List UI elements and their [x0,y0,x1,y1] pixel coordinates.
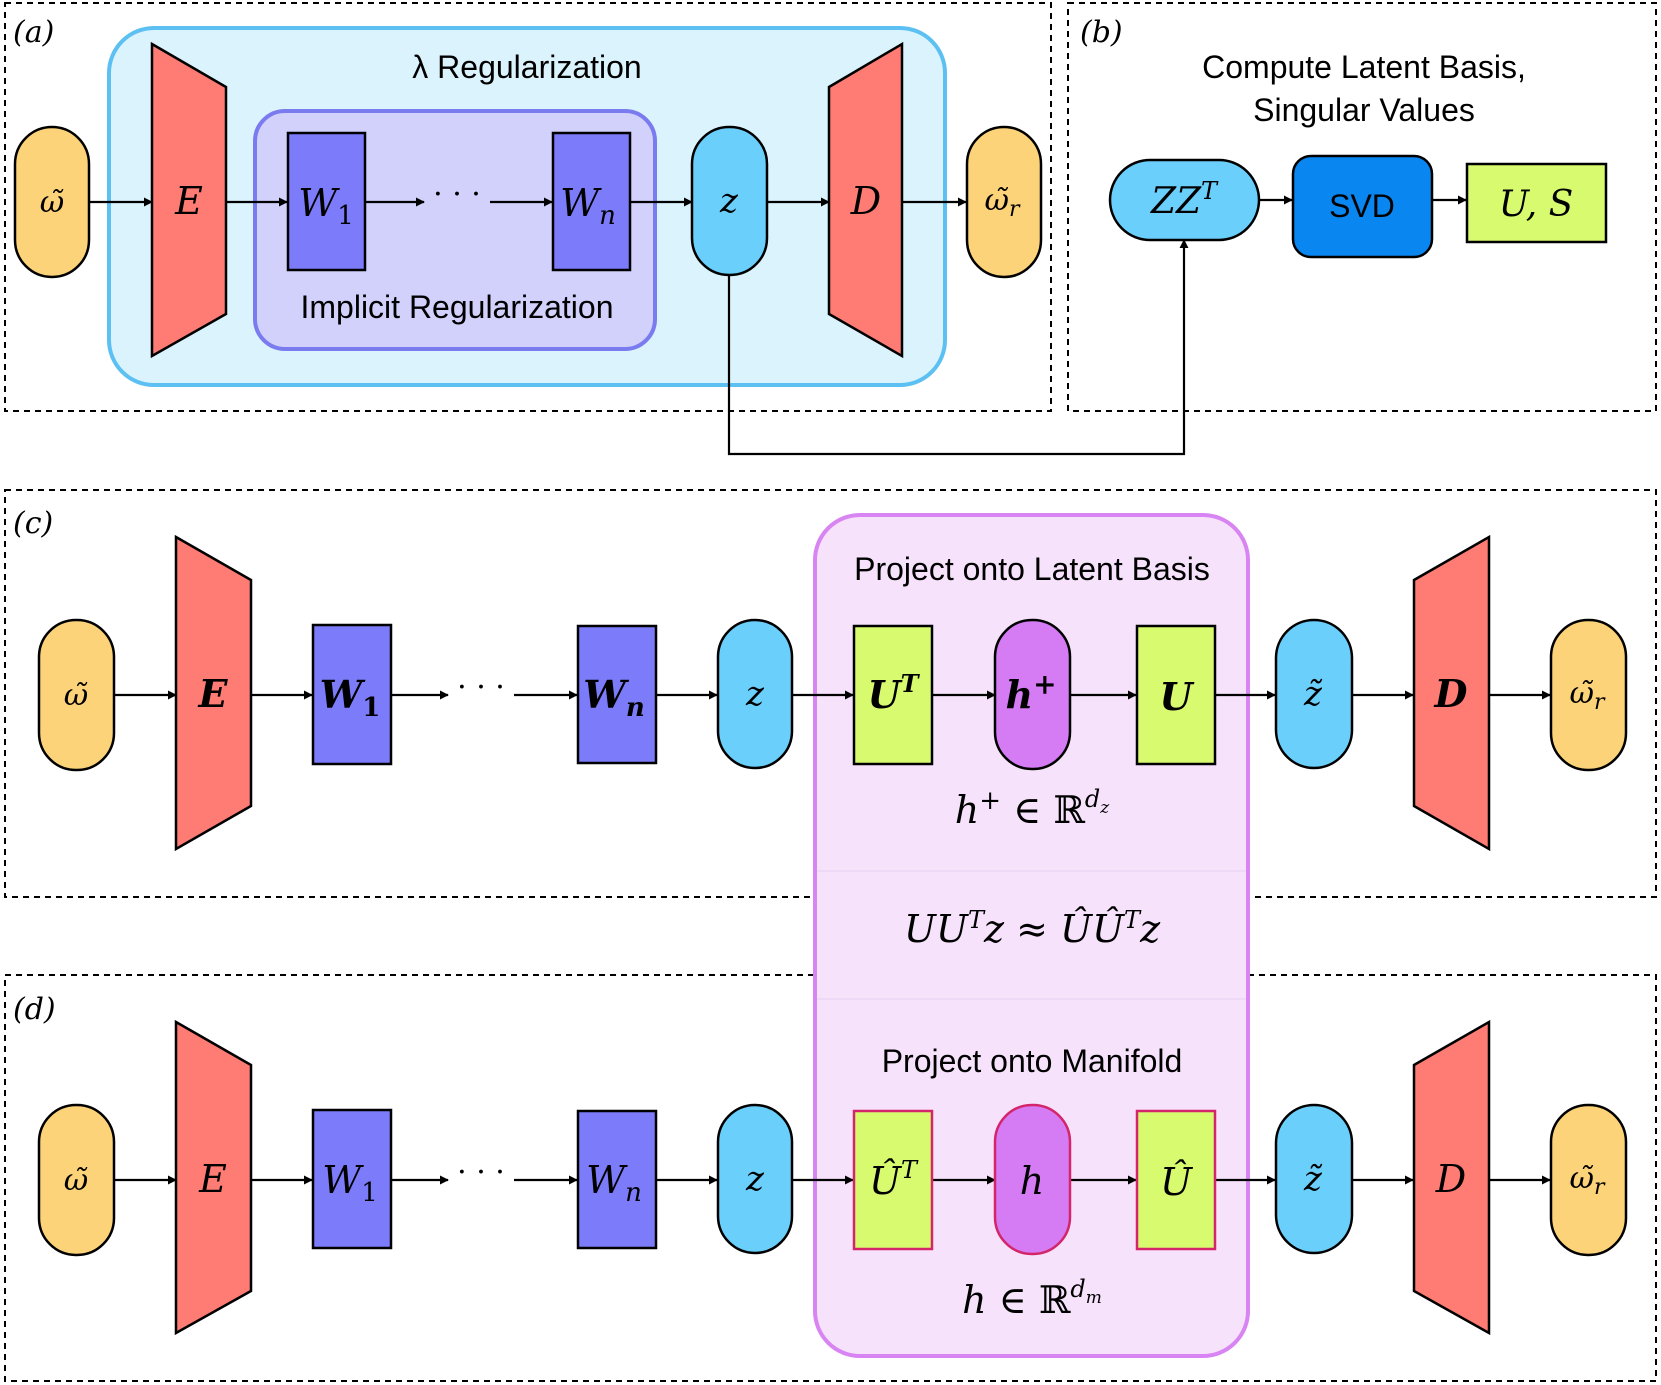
h-node [993,1103,1072,1256]
panel-a-wn-label: Wn [560,181,616,231]
panel-a-w1-label: W1 [298,181,354,231]
panel-a-ellipsis: · · · [433,177,481,212]
panel-c-output-node [1549,618,1628,772]
panel-c-ztilde-label: z̃ [1303,674,1323,714]
panel-a-decoder [827,41,904,359]
panel-d-decoder-label: D [1435,1157,1466,1201]
panel-c-input-label: ω̃ [64,678,88,713]
panel-a-input-label: ω̃ [40,185,64,220]
panel-a-wn-layer [551,131,632,272]
panel-d-input-label: ω̃ [64,1163,88,1198]
projection-approximation-equation: UUTz ≈ ÛÛTz [904,906,1161,951]
panel-c-label: (c) [13,506,53,541]
latent-to-zzt-connector [727,239,1189,456]
panel-b-title-line2: Singular Values [1253,92,1475,128]
panel-d-encoder [174,1019,253,1336]
u-label: U [1159,674,1195,719]
us-label: U, S [1499,184,1574,225]
panel-d-w1-label: W1 [322,1158,378,1208]
panel-d-output-node [1549,1103,1628,1257]
panel-b-title-line1: Compute Latent Basis, [1202,49,1526,85]
uhat-label: Û [1160,1160,1194,1204]
panel-d-ellipsis: · · · [457,1155,505,1190]
svd-label: SVD [1329,188,1395,224]
uhat-t-label: ÛT [869,1156,919,1203]
panel-d-label: (d) [13,992,56,1027]
panel-c-encoder [174,534,253,852]
zzt-label: ZZT [1150,177,1219,222]
panel-d-output-label: ω̃r [1570,1161,1606,1200]
panel-c-latent-label: z [745,674,765,714]
panel-c-wn-label: Wn [583,672,645,723]
panel-c-input-node [37,618,116,772]
panel-a-encoder-label: E [174,179,203,223]
uhat-matrix [1135,1109,1217,1251]
uhat-t-matrix [852,1109,934,1251]
panel-c-wn-layer [576,624,658,765]
basis-dimension-equation: h+ ∈ ℝdz [955,785,1111,832]
u-matrix [1135,624,1217,766]
panel-c-ellipsis: · · · [457,670,505,705]
panel-c-w1-layer [311,623,393,766]
panel-c-output-label: ω̃r [1570,676,1606,715]
panel-a-latent-label: z [719,181,739,221]
panel-d-decoder [1412,1019,1491,1336]
panel-c-decoder-label: D [1434,671,1468,716]
panel-d-ztilde-label: z̃ [1303,1159,1323,1199]
panel-a-output-label: ω̃r [985,183,1021,222]
panel-a-frame [4,2,1052,412]
project-latent-basis-title: Project onto Latent Basis [854,551,1210,587]
project-manifold-title: Project onto Manifold [882,1043,1183,1079]
manifold-dimension-equation: h ∈ ℝdm [962,1275,1102,1322]
svd-node [1291,154,1434,259]
panel-d-encoder-label: E [198,1157,227,1201]
panel-a-w1-layer [286,131,367,272]
zzt-node [1108,158,1261,242]
panel-b-label: (b) [1080,15,1123,50]
panel-c-w1-label: W1 [320,672,381,723]
ut-label: UT [868,669,921,717]
panel-c-encoder-label: E [198,671,229,716]
panel-c-decoder [1412,534,1491,852]
panel-d-latent-node [716,1103,794,1255]
panel-c-latent-node [716,618,794,770]
us-node [1465,162,1608,244]
panel-d-w1-layer [311,1108,393,1250]
implicit-regularization-label: Implicit Regularization [300,289,613,325]
panel-d-wn-layer [576,1109,658,1250]
panel-c-ztilde-node [1274,618,1354,770]
panel-d-wn-label: Wn [586,1158,642,1208]
panel-a-label: (a) [13,15,54,50]
panel-d-input-node [37,1103,116,1257]
panel-a-output-node [965,125,1043,279]
panel-a-input-node [13,125,91,279]
h-label: h [1020,1159,1044,1203]
panel-a-encoder [150,41,228,359]
h-plus-node [993,618,1072,771]
panel-b-frame [1067,2,1657,412]
lambda-regularization-label: λ Regularization [412,49,641,85]
panel-d-latent-label: z [745,1159,765,1199]
ut-matrix [852,624,934,766]
panel-d-ztilde-node [1274,1103,1354,1255]
h-plus-label: h+ [1005,668,1056,717]
panel-a-decoder-label: D [850,179,881,223]
